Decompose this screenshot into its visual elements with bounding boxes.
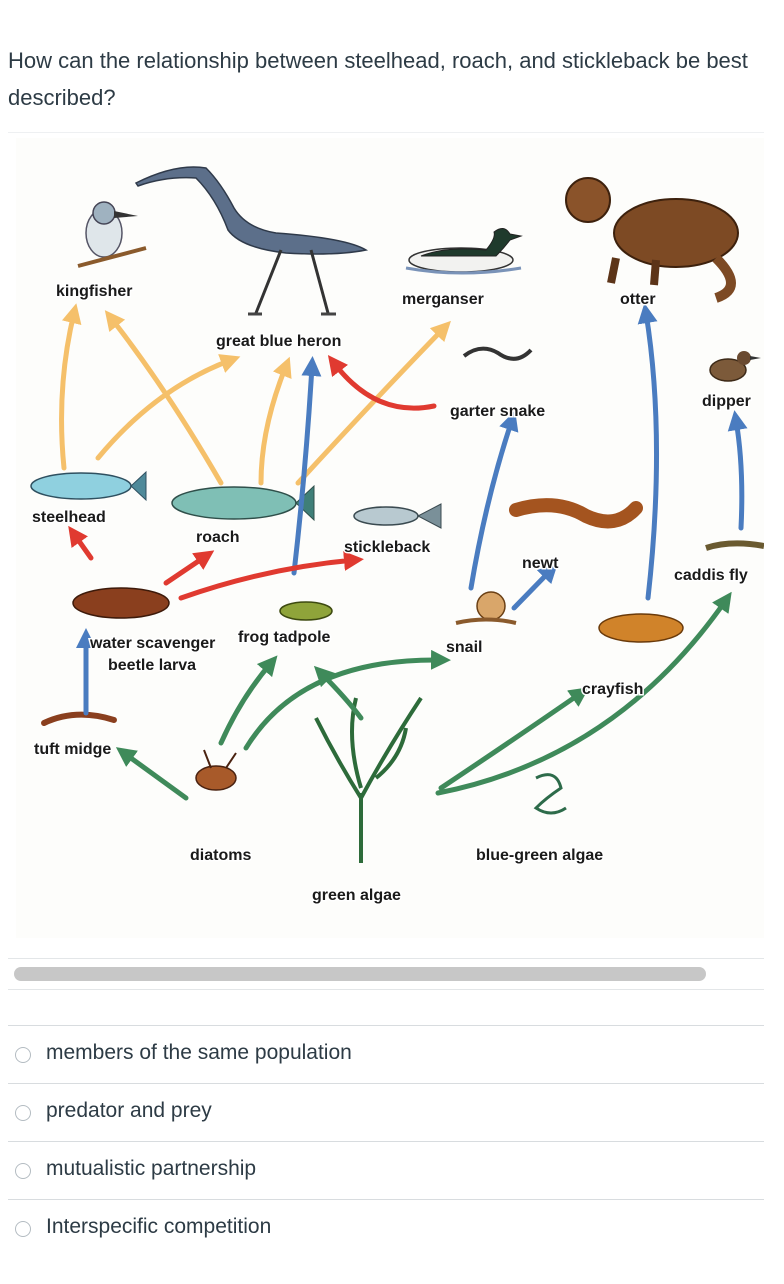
- label-frog-tadpole: frog tadpole: [238, 629, 331, 646]
- label-green-algae: green algae: [312, 887, 401, 904]
- green-algae-icon: [316, 698, 421, 863]
- radio-button[interactable]: [15, 1105, 31, 1121]
- label-stickleback: stickleback: [344, 539, 430, 556]
- label-garter-snake: garter snake: [450, 403, 545, 420]
- label-dipper: dipper: [702, 393, 751, 410]
- answer-label[interactable]: members of the same population: [46, 1041, 352, 1065]
- food-web-diagram: kingfisher great blue heron merganser ot…: [16, 138, 764, 938]
- newt-icon: [516, 505, 636, 521]
- radio-button[interactable]: [15, 1047, 31, 1063]
- crayfish-icon: [599, 614, 683, 642]
- label-caddis-fly: caddis fly: [674, 567, 748, 584]
- answer-option-3[interactable]: mutualistic partnership: [8, 1141, 764, 1199]
- water-scavenger-beetle-larva-icon: [73, 588, 169, 618]
- label-snail: snail: [446, 639, 482, 656]
- snail-icon: [456, 592, 516, 623]
- caddis-fly-icon: [706, 543, 764, 548]
- steelhead-icon: [31, 472, 146, 500]
- label-great-blue-heron: great blue heron: [216, 333, 341, 350]
- merganser-icon: [406, 228, 521, 273]
- radio-button[interactable]: [15, 1163, 31, 1179]
- roach-icon: [172, 486, 314, 520]
- horizontal-scrollbar[interactable]: [8, 958, 764, 990]
- label-tuft-midge: tuft midge: [34, 741, 111, 758]
- label-crayfish: crayfish: [582, 681, 643, 698]
- tuft-midge-icon: [44, 715, 114, 723]
- answer-list: members of the same population predator …: [8, 1025, 764, 1257]
- label-diatoms: diatoms: [190, 847, 251, 864]
- answer-option-4[interactable]: Interspecific competition: [8, 1199, 764, 1257]
- dipper-icon: [710, 351, 761, 381]
- stickleback-icon: [354, 504, 441, 528]
- label-merganser: merganser: [402, 291, 484, 308]
- answer-option-2[interactable]: predator and prey: [8, 1083, 764, 1141]
- label-otter: otter: [620, 291, 656, 308]
- label-kingfisher: kingfisher: [56, 283, 132, 300]
- answer-label[interactable]: mutualistic partnership: [46, 1157, 256, 1181]
- answer-option-1[interactable]: members of the same population: [8, 1025, 764, 1083]
- otter-icon: [566, 178, 738, 298]
- garter-snake-icon: [464, 349, 531, 359]
- kingfisher-icon: [78, 202, 146, 266]
- label-roach: roach: [196, 529, 240, 546]
- scrollbar-thumb[interactable]: [14, 967, 706, 981]
- answer-label[interactable]: predator and prey: [46, 1099, 212, 1123]
- radio-button[interactable]: [15, 1221, 31, 1237]
- question-text: How can the relationship between steelhe…: [8, 42, 776, 116]
- great-blue-heron-icon: [136, 167, 366, 314]
- question-divider: [8, 132, 764, 133]
- label-water-scavenger: water scavenger: [89, 635, 215, 652]
- blue-green-algae-icon: [536, 775, 566, 813]
- label-beetle-larva: beetle larva: [108, 657, 196, 674]
- diatoms-icon: [196, 750, 236, 790]
- label-steelhead: steelhead: [32, 509, 106, 526]
- label-blue-green-algae: blue-green algae: [476, 847, 603, 864]
- food-web-figure: kingfisher great blue heron merganser ot…: [16, 138, 764, 938]
- frog-tadpole-icon: [280, 602, 332, 620]
- answer-label[interactable]: Interspecific competition: [46, 1215, 271, 1239]
- label-newt: newt: [522, 555, 559, 572]
